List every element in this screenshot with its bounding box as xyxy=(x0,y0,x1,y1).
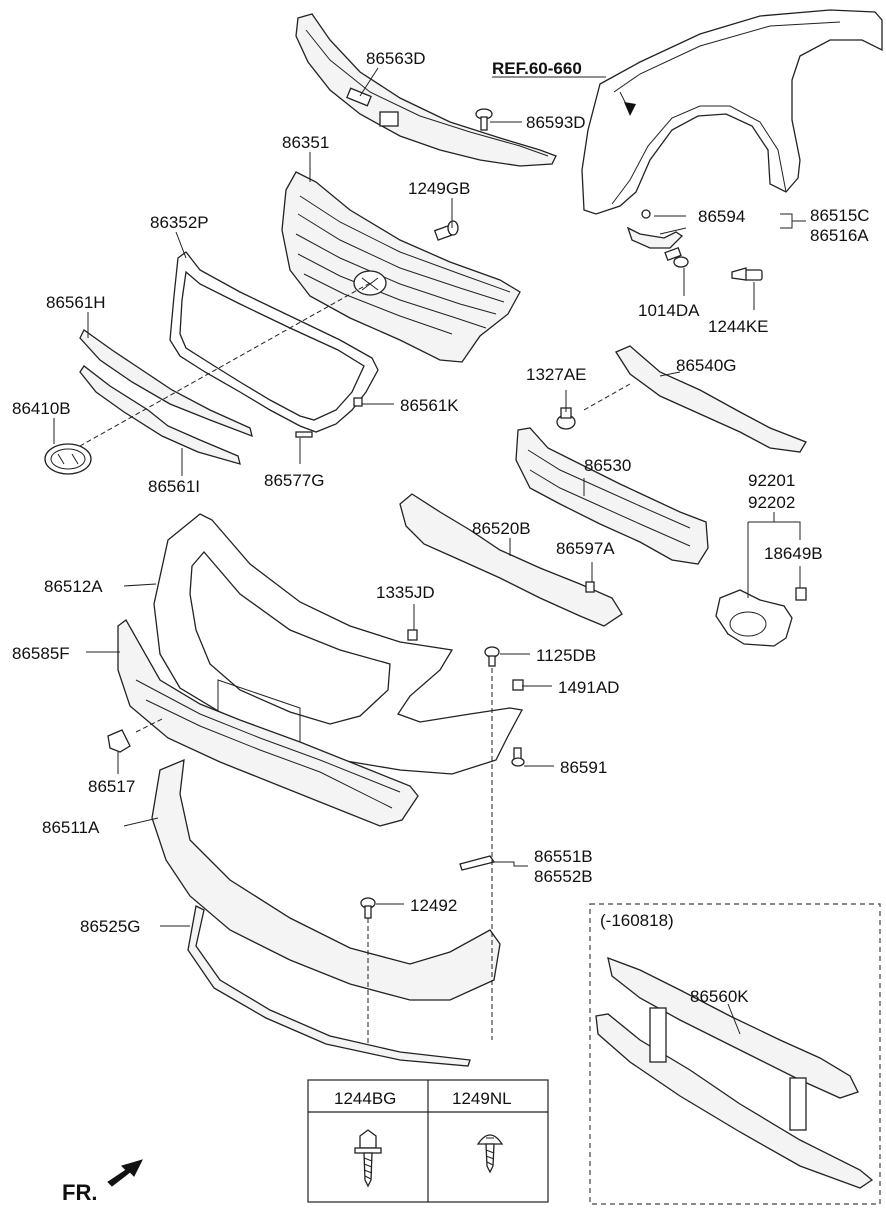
bumper-beam-86530 xyxy=(515,427,709,565)
nut-1327AE xyxy=(556,407,576,430)
clip-86597A xyxy=(585,581,595,593)
pad-86577G xyxy=(295,431,313,438)
molding-86525G xyxy=(187,905,471,1067)
screw-1244BG-icon xyxy=(354,1129,382,1188)
label-86563D: 86563D xyxy=(366,49,426,68)
label-1249GB: 1249GB xyxy=(408,179,470,198)
label-1491AD: 1491AD xyxy=(558,678,619,697)
label-86560K: 86560K xyxy=(690,987,749,1006)
label-1335JD: 1335JD xyxy=(376,583,435,602)
bolt-1014DA xyxy=(664,247,689,268)
fender-ref-60-660 xyxy=(581,9,883,215)
label-12492: 12492 xyxy=(410,896,457,915)
label-86530: 86530 xyxy=(584,456,631,475)
screw-12492 xyxy=(360,897,376,919)
clip-86593D xyxy=(475,108,493,131)
label-86517: 86517 xyxy=(88,777,135,796)
table-header-1244BG: 1244BG xyxy=(334,1089,396,1108)
label-86561H: 86561H xyxy=(46,293,106,312)
fastener-table: 1244BG 1249NL xyxy=(307,1079,549,1203)
label-86577G: 86577G xyxy=(264,471,325,490)
lower-lip-86511A xyxy=(151,758,501,1001)
label-86591: 86591 xyxy=(560,758,607,777)
label-ref: REF.60-660 xyxy=(492,59,582,78)
label-1327AE: 1327AE xyxy=(526,365,587,384)
front-label: FR. xyxy=(62,1180,97,1205)
label-18649B: 18649B xyxy=(764,544,823,563)
clip-1335JD xyxy=(407,629,418,641)
label-86525G: 86525G xyxy=(80,917,141,936)
clip-1491AD xyxy=(512,679,524,691)
bracket-86551B-86552B xyxy=(459,855,496,871)
bracket-86517 xyxy=(107,729,131,753)
label-86561K: 86561K xyxy=(400,396,459,415)
label-86352P: 86352P xyxy=(150,213,209,232)
label-92201: 92201 xyxy=(748,471,795,490)
label-86410B: 86410B xyxy=(12,399,71,418)
label-1125DB: 1125DB xyxy=(536,646,596,665)
part-labels: 86563D REF.60-660 86593D 86351 1249GB 86… xyxy=(12,49,870,936)
variant-label: (-160818) xyxy=(600,911,674,930)
grille-frame-86352P xyxy=(169,251,379,433)
label-86515C: 86515C xyxy=(810,206,870,225)
label-86552B: 86552B xyxy=(534,867,593,886)
label-86597A: 86597A xyxy=(556,539,615,558)
screw-86591 xyxy=(511,747,525,767)
front-direction-arrow-icon xyxy=(107,1159,143,1187)
variant-box: (-160818) 86560K xyxy=(589,903,881,1205)
lower-grille-86585F xyxy=(117,619,419,827)
label-86351: 86351 xyxy=(282,133,329,152)
cowl-cover-86563D xyxy=(295,13,557,167)
label-86516A: 86516A xyxy=(810,226,869,245)
screw-1244KE xyxy=(731,267,763,281)
label-1014DA: 1014DA xyxy=(638,301,700,320)
clip-86561K xyxy=(353,397,363,407)
garnish-86561H xyxy=(79,329,253,438)
bolt-1249GB xyxy=(433,220,459,241)
radiator-grille-86351 xyxy=(281,171,521,363)
label-86585F: 86585F xyxy=(12,644,70,663)
fog-lamp-92201-92202 xyxy=(715,589,793,647)
label-86511A: 86511A xyxy=(42,818,100,837)
label-92202: 92202 xyxy=(748,493,795,512)
label-86551B: 86551B xyxy=(534,847,593,866)
leader-lines xyxy=(53,67,806,1035)
garnish-86561I xyxy=(79,365,241,465)
bumper-cover-86512A xyxy=(153,513,524,775)
emblem-86410B xyxy=(44,443,92,475)
absorber-86520B xyxy=(399,493,623,627)
assembly-dashed-lines xyxy=(79,282,631,1046)
screw-1249NL-icon xyxy=(476,1134,504,1174)
table-header-1249NL: 1249NL xyxy=(452,1089,512,1108)
label-86540G: 86540G xyxy=(676,356,737,375)
bolt-1125DB xyxy=(484,646,500,667)
label-86561I: 86561I xyxy=(148,477,200,496)
label-86594: 86594 xyxy=(698,207,745,226)
label-86512A: 86512A xyxy=(44,577,103,596)
label-1244KE: 1244KE xyxy=(708,317,769,336)
bracket-86515C-86516A xyxy=(626,209,684,249)
label-86520B: 86520B xyxy=(472,519,531,538)
label-86593D: 86593D xyxy=(526,113,586,132)
beam-86560K xyxy=(595,956,874,1189)
bulb-18649B xyxy=(795,587,807,601)
